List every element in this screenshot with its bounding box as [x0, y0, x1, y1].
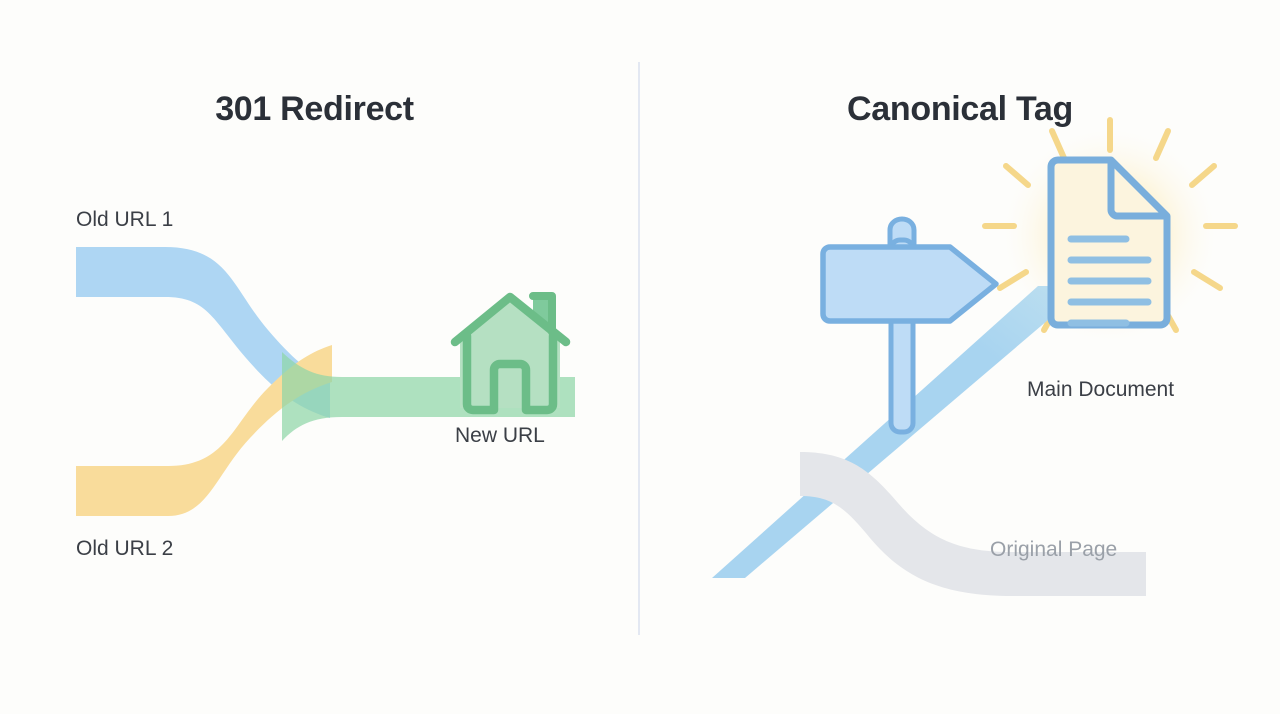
flow-original-page	[800, 452, 1146, 596]
label-main-document: Main Document	[1027, 378, 1175, 401]
ray-group-icon	[982, 117, 1238, 333]
document-line-group	[1067, 235, 1152, 327]
redirect-flow-graphic	[76, 247, 575, 516]
page-title-301-redirect: 301 Redirect	[215, 90, 414, 128]
label-old-url-1: Old URL 1	[76, 208, 174, 231]
document-icon	[1047, 156, 1171, 329]
label-original-page: Original Page	[990, 538, 1118, 561]
flow-old-url-1	[76, 247, 330, 418]
canonical-flow-graphic	[712, 117, 1238, 596]
panel-divider	[638, 62, 640, 635]
flow-new-url-merged	[282, 352, 575, 441]
label-old-url-2: Old URL 2	[76, 537, 174, 560]
house-icon	[450, 292, 571, 415]
panel-301-redirect: 301 Redirect	[0, 0, 639, 714]
flow-old-url-2	[76, 345, 332, 516]
signpost-icon	[820, 216, 999, 435]
panel-canonical-tag: Canonical Tag	[640, 0, 1280, 714]
page-title-canonical-tag: Canonical Tag	[847, 90, 1073, 128]
label-new-url: New URL	[455, 424, 545, 447]
